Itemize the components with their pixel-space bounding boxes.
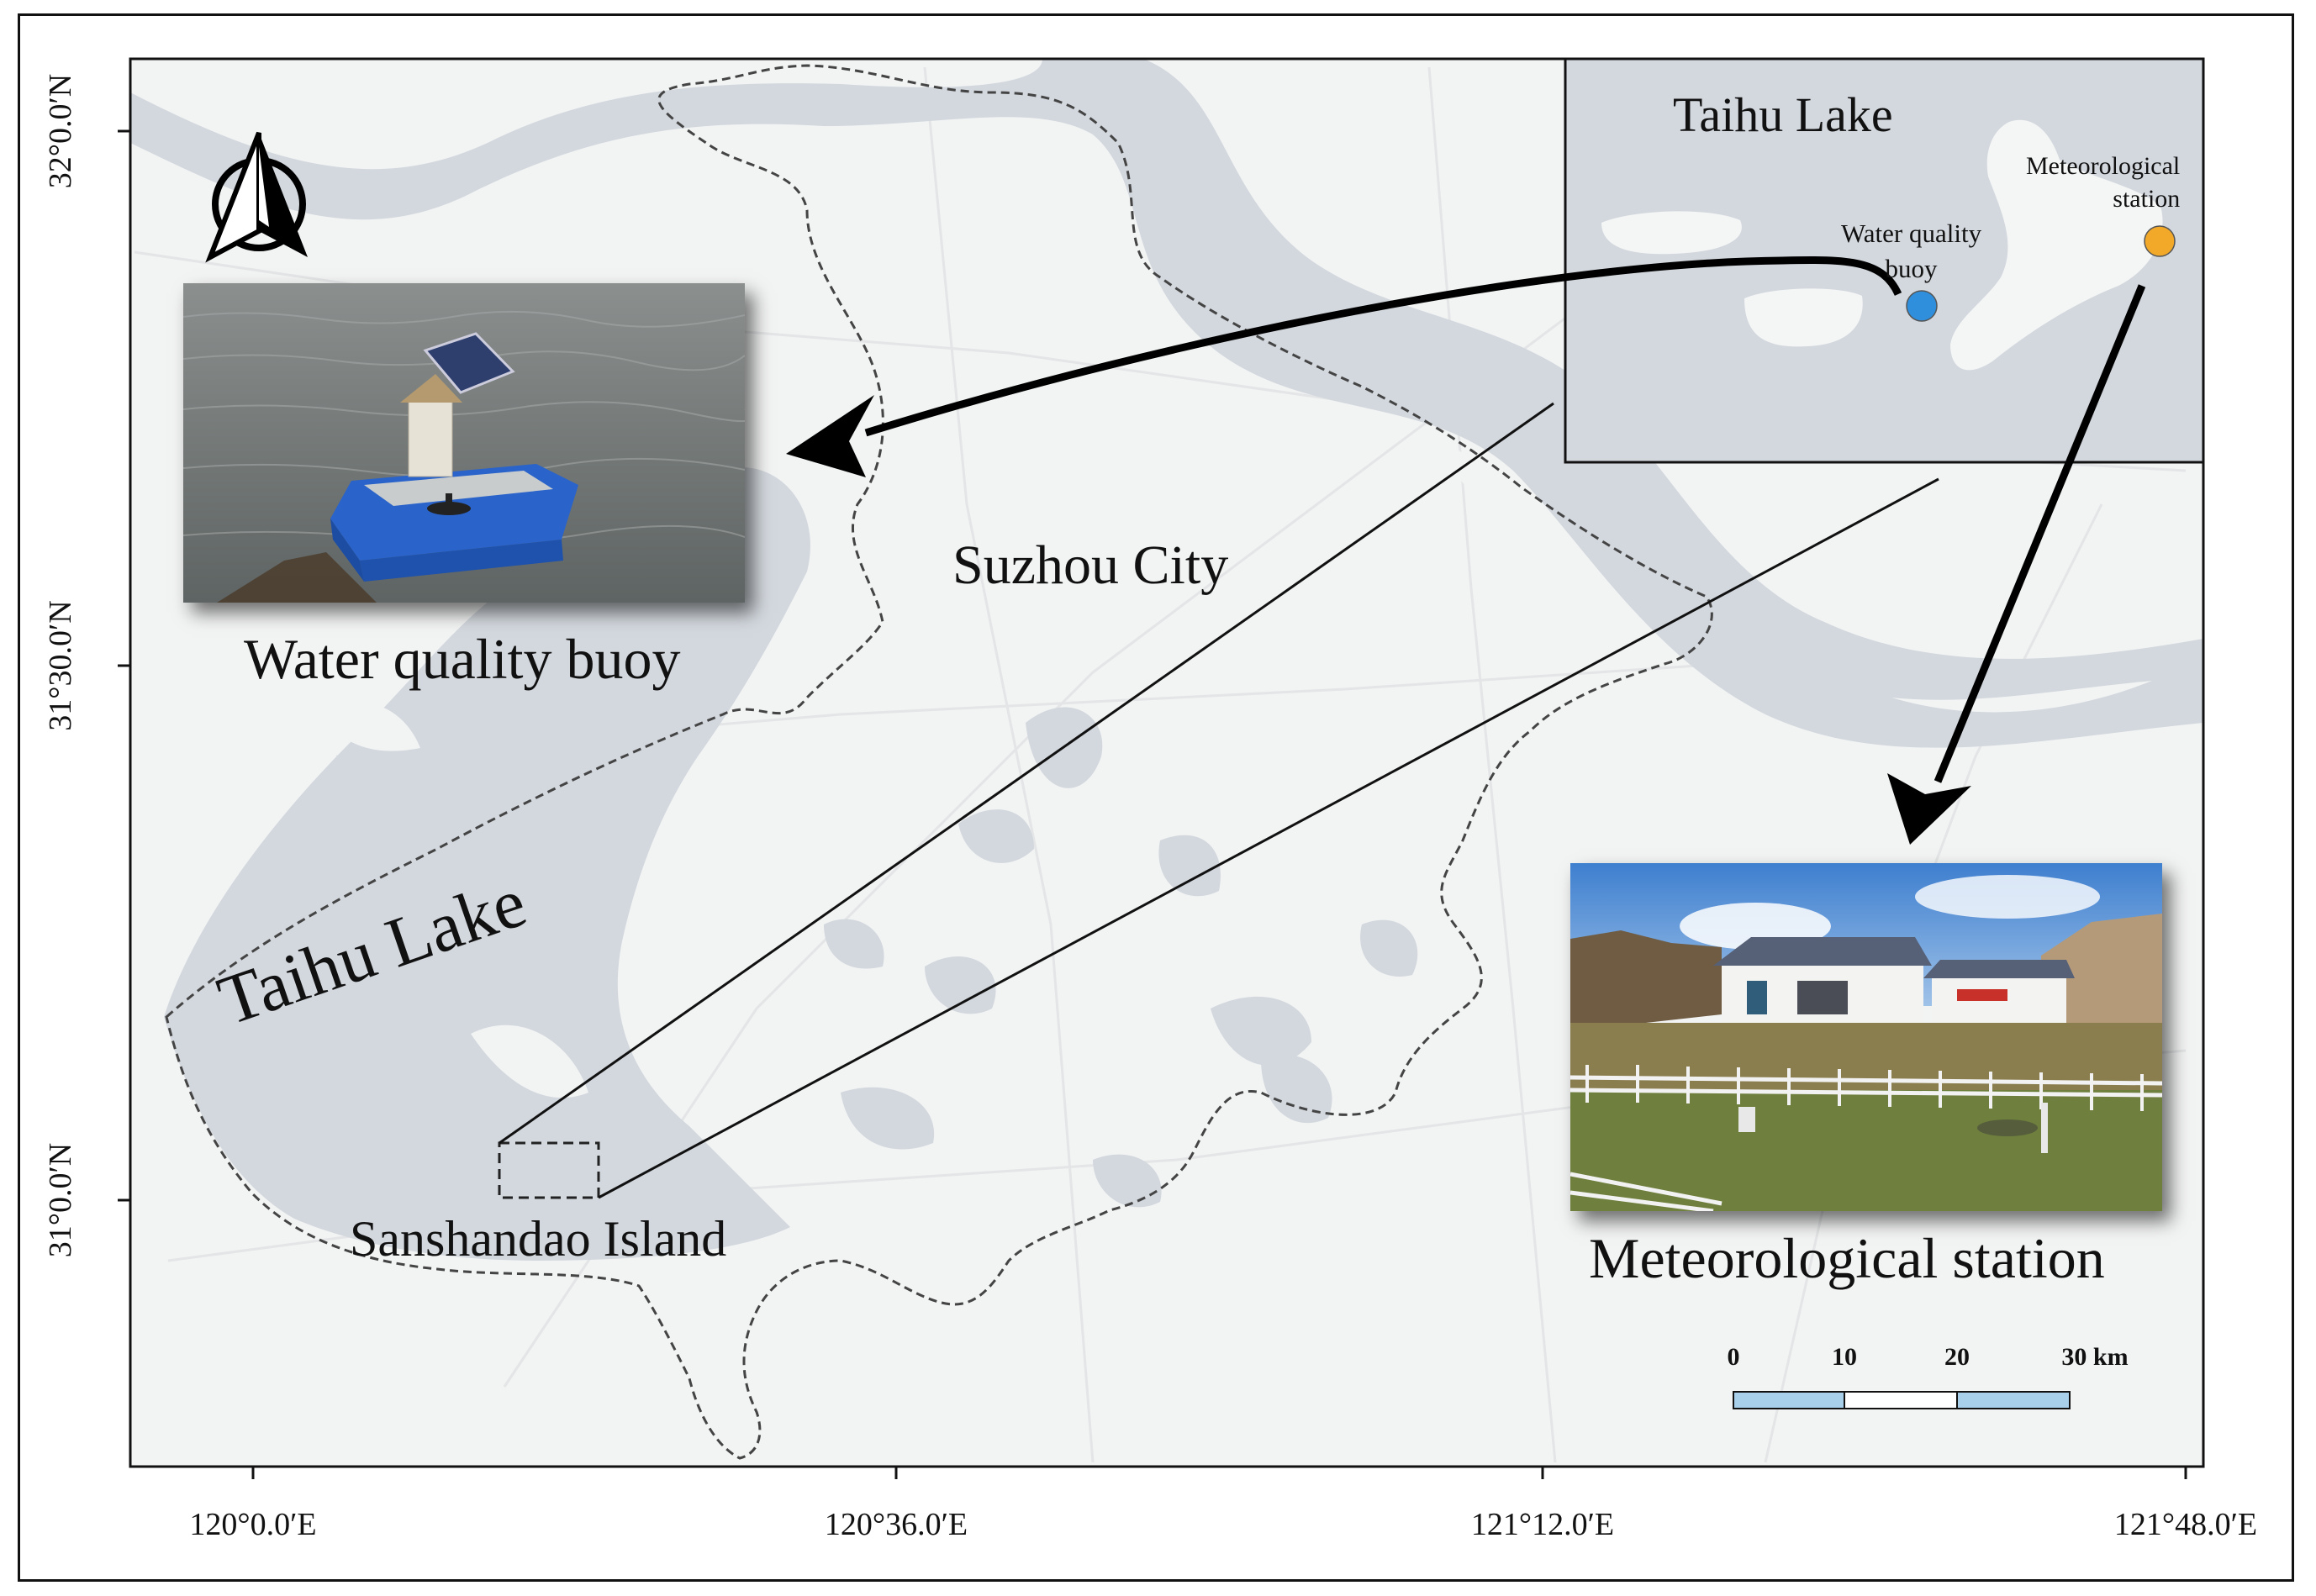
arrows	[786, 255, 2146, 845]
north-arrow-icon	[205, 131, 308, 263]
scale-label-0: 0	[1727, 1343, 1740, 1371]
scale-segment-2	[1844, 1391, 1958, 1409]
scale-segment-1	[1733, 1391, 1845, 1409]
inset-title: Taihu Lake	[1673, 87, 1893, 142]
yangtze-river	[130, 59, 2203, 748]
map-border	[129, 57, 2205, 1468]
lon-label-120-36: 120°36.0′E	[824, 1507, 968, 1542]
arrow-to-station-photo	[1934, 284, 2146, 783]
axis-ticks	[118, 129, 2187, 1479]
connector-line-bottom	[598, 477, 1939, 1199]
station-marker	[2144, 225, 2176, 257]
station-photo	[1570, 863, 2162, 1211]
arrow-head-buoy	[786, 395, 874, 477]
lon-label-120: 120°0.0′E	[189, 1507, 317, 1542]
buoy-marker	[1906, 290, 1938, 322]
station-photo-caption: Meteorological station	[1589, 1226, 2105, 1290]
arrow-head-station	[1887, 773, 1971, 845]
lat-label-31-30: 31°30.0′N	[43, 600, 78, 731]
scale-label-30km: 30 km	[2061, 1343, 2129, 1371]
inset-station-label: Meteorological station	[2026, 152, 2181, 213]
lon-label-121-12: 121°12.0′E	[1470, 1507, 1615, 1542]
scale-segment-3	[1956, 1391, 2071, 1409]
scale-bar	[1733, 1391, 2071, 1409]
scale-label-10: 10	[1832, 1343, 1857, 1371]
lat-label-31: 31°0.0′N	[43, 1142, 78, 1258]
lat-label-32: 32°0.0′N	[43, 73, 78, 189]
inset-island-middle	[1744, 288, 1863, 347]
suzhou-city-label: Suzhou City	[952, 535, 1229, 596]
buoy-photo-caption: Water quality buoy	[244, 627, 681, 691]
lon-label-121-48: 121°48.0′E	[2113, 1507, 2258, 1542]
taihu-lake	[164, 467, 810, 1261]
sanshandao-dashed-box	[498, 1141, 600, 1199]
inset-border	[1564, 57, 2205, 464]
inset-island-sanshan	[1950, 119, 2163, 371]
inset-island-west	[1601, 211, 1742, 255]
suzhou-boundary	[165, 64, 1713, 1460]
inset-buoy-label: Water quality buoy	[1841, 219, 1982, 283]
arrow-to-buoy-photo	[864, 255, 1902, 437]
connector-line-top	[499, 402, 1554, 1145]
sanshandao-island-label: Sanshandao Island	[350, 1211, 727, 1267]
buoy-photo	[183, 283, 745, 603]
scale-label-20: 20	[1944, 1343, 1970, 1371]
